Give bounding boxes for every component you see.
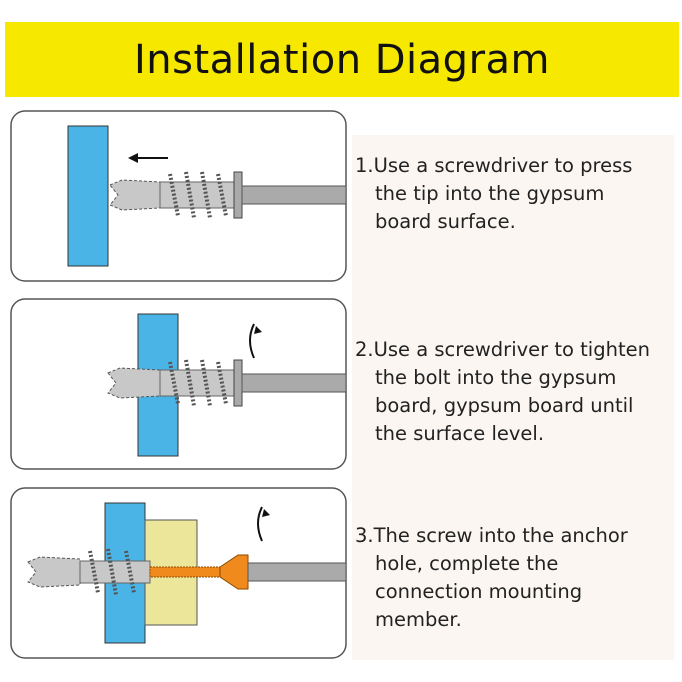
step-line: the surface level. — [375, 422, 545, 445]
gypsum-board — [67, 125, 109, 267]
step-1-text: 1.Use a screwdriver to press the tip int… — [355, 152, 632, 236]
step-line: member. — [375, 608, 462, 631]
wood-screw — [149, 566, 221, 578]
step-number: 3. — [355, 524, 374, 547]
step-line: Use a screwdriver to press — [373, 154, 633, 177]
rotate-icon — [249, 323, 262, 359]
step-line: The screw into the anchor — [373, 524, 628, 547]
step-line: hole, complete the — [375, 552, 559, 575]
step-line: board surface. — [375, 210, 516, 233]
screwdriver — [247, 562, 347, 582]
drywall-anchor — [109, 171, 243, 219]
title-banner: Installation Diagram — [5, 22, 679, 97]
step-2-text: 2.Use a screwdriver to tighten the bolt … — [355, 336, 650, 448]
step-1-illustration — [10, 110, 347, 282]
screwdriver — [241, 373, 347, 393]
step-line: Use a screwdriver to tighten — [373, 338, 650, 361]
step-line: connection mounting — [375, 580, 583, 603]
drywall-anchor — [27, 548, 151, 596]
step-line: board, gypsum board until — [375, 394, 634, 417]
step-2-illustration — [10, 298, 347, 470]
rotate-icon — [257, 506, 270, 542]
arrow-left-icon — [128, 153, 168, 163]
screw-head — [219, 554, 249, 590]
step-number: 1. — [355, 154, 374, 177]
screwdriver — [241, 185, 347, 205]
instructions-background — [352, 135, 674, 660]
drywall-anchor — [107, 359, 243, 407]
step-number: 2. — [355, 338, 374, 361]
step-3-illustration — [10, 487, 347, 659]
page-title: Installation Diagram — [134, 36, 550, 83]
step-line: the bolt into the gypsum — [375, 366, 617, 389]
step-3-text: 3.The screw into the anchor hole, comple… — [355, 522, 628, 634]
step-line: the tip into the gypsum — [375, 182, 605, 205]
